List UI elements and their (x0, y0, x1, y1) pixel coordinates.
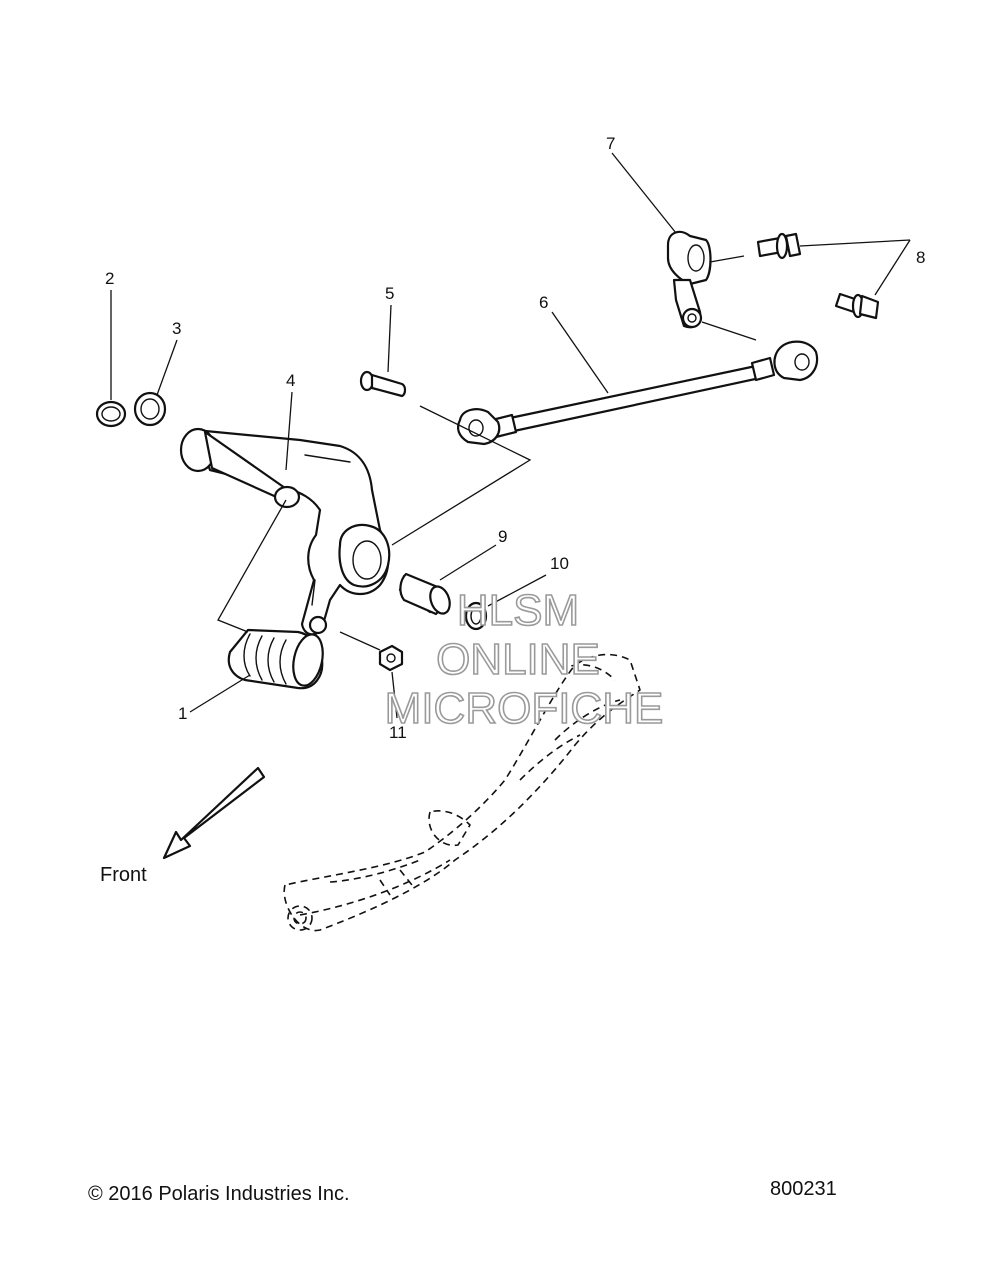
footer: © 2016 Polaris Industries Inc. 800231 (88, 1178, 837, 1205)
callout-2: 2 (105, 269, 114, 288)
part-3-washer (133, 391, 167, 427)
watermark: HLSM ONLINE MICROFICHE (384, 585, 664, 734)
callout-10: 10 (550, 554, 569, 573)
part-1-footpeg-rubber (227, 628, 324, 690)
frame-reference-part (283, 653, 641, 932)
callout-7: 7 (606, 134, 615, 153)
callout-9: 9 (498, 527, 507, 546)
front-label: Front (100, 864, 147, 886)
copyright-text: © 2016 Polaris Industries Inc. (88, 1183, 350, 1205)
part-7-shift-arm (666, 230, 712, 329)
part-8-flange-bolt-lower (834, 292, 880, 320)
part-6-shift-linkage-rod (457, 340, 819, 446)
part-9-bushing (398, 572, 451, 616)
callout-4: 4 (286, 371, 295, 390)
callout-3: 3 (172, 319, 181, 338)
front-direction-indicator: Front (100, 766, 266, 886)
part-2-circlip (95, 400, 127, 428)
part-8-flange-bolt-upper (756, 232, 802, 260)
part-10-o-ring (464, 601, 488, 631)
leader-lines (110, 152, 911, 719)
callout-1: 1 (178, 704, 187, 723)
part-4-shift-lever (179, 427, 391, 636)
part-5-bolt (359, 370, 407, 398)
watermark-line-2: ONLINE (436, 635, 600, 684)
watermark-line-3: MICROFICHE (385, 684, 664, 733)
callout-6: 6 (539, 293, 548, 312)
figure-number: 800231 (770, 1178, 837, 1200)
callout-11: 11 (389, 723, 407, 742)
front-arrow-icon (162, 766, 266, 860)
callout-labels: 1 2 3 4 5 6 7 8 9 10 11 (105, 134, 925, 742)
part-11-nut (378, 644, 404, 672)
callout-8: 8 (916, 248, 925, 267)
callout-5: 5 (385, 284, 394, 303)
watermark-line-1: HLSM (457, 586, 579, 635)
